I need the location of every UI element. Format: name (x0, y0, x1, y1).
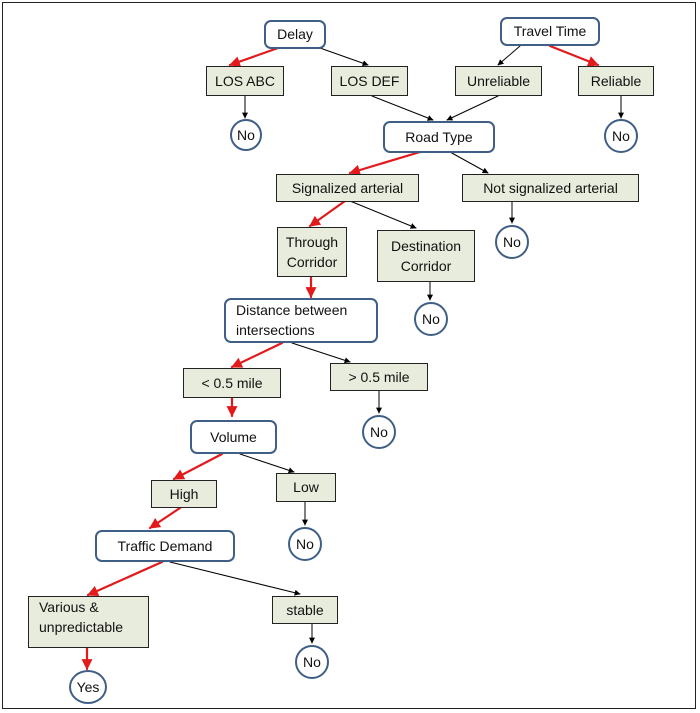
node-volume: Volume (190, 420, 277, 454)
node-no-destination: No (414, 302, 448, 336)
node-yes: Yes (69, 670, 107, 704)
edge-unreliable-road (446, 95, 499, 121)
edge-delay-los-def (319, 47, 369, 67)
node-los-abc: LOS ABC (206, 66, 284, 96)
node-high: High (151, 480, 217, 508)
node-not-signalized-arterial: Not signalized arterial (462, 174, 639, 202)
edge-travel-reliable (548, 44, 600, 67)
node-no-los-abc: No (230, 119, 262, 151)
node-through-corridor: Through Corridor (277, 227, 347, 277)
edge-road-signalized (348, 150, 422, 176)
node-lt-half-mile: < 0.5 mile (183, 368, 281, 398)
edge-los-def-road (371, 95, 434, 121)
node-stable: stable (272, 596, 338, 624)
node-various-unpredictable: Various & unpredictable (28, 596, 149, 648)
edge-distance-gt (291, 342, 351, 364)
edge-volume-high (172, 452, 224, 481)
node-traffic-demand: Traffic Demand (95, 530, 235, 562)
node-no-gt-half-mile: No (362, 415, 396, 449)
node-no-stable: No (295, 645, 329, 679)
node-unreliable: Unreliable (455, 66, 542, 96)
node-delay: Delay (264, 20, 326, 49)
node-distance-between-intersections: Distance between intersections (224, 298, 378, 343)
edge-distance-lt (230, 341, 284, 369)
edge-traffic-stable (169, 561, 301, 596)
edge-signalized-through (308, 199, 347, 228)
node-no-low: No (288, 527, 322, 561)
edge-volume-low (239, 453, 295, 474)
node-travel-time: Travel Time (500, 17, 600, 46)
node-gt-half-mile: > 0.5 mile (330, 363, 428, 391)
edge-high-traffic (148, 506, 182, 530)
edge-road-not-signalized (449, 151, 489, 174)
edge-travel-unreliable (497, 45, 521, 66)
node-road-type: Road Type (383, 121, 495, 153)
node-no-not-signalized: No (495, 225, 529, 259)
edge-delay-los-abc (228, 46, 280, 67)
node-signalized-arterial: Signalized arterial (276, 174, 419, 202)
edge-signalized-destination (349, 200, 417, 229)
node-reliable: Reliable (578, 66, 654, 96)
node-no-reliable: No (604, 119, 638, 153)
node-destination-corridor: Destination Corridor (377, 230, 475, 282)
edge-traffic-various (86, 560, 164, 597)
node-los-def: LOS DEF (331, 66, 408, 96)
node-low: Low (276, 473, 336, 502)
